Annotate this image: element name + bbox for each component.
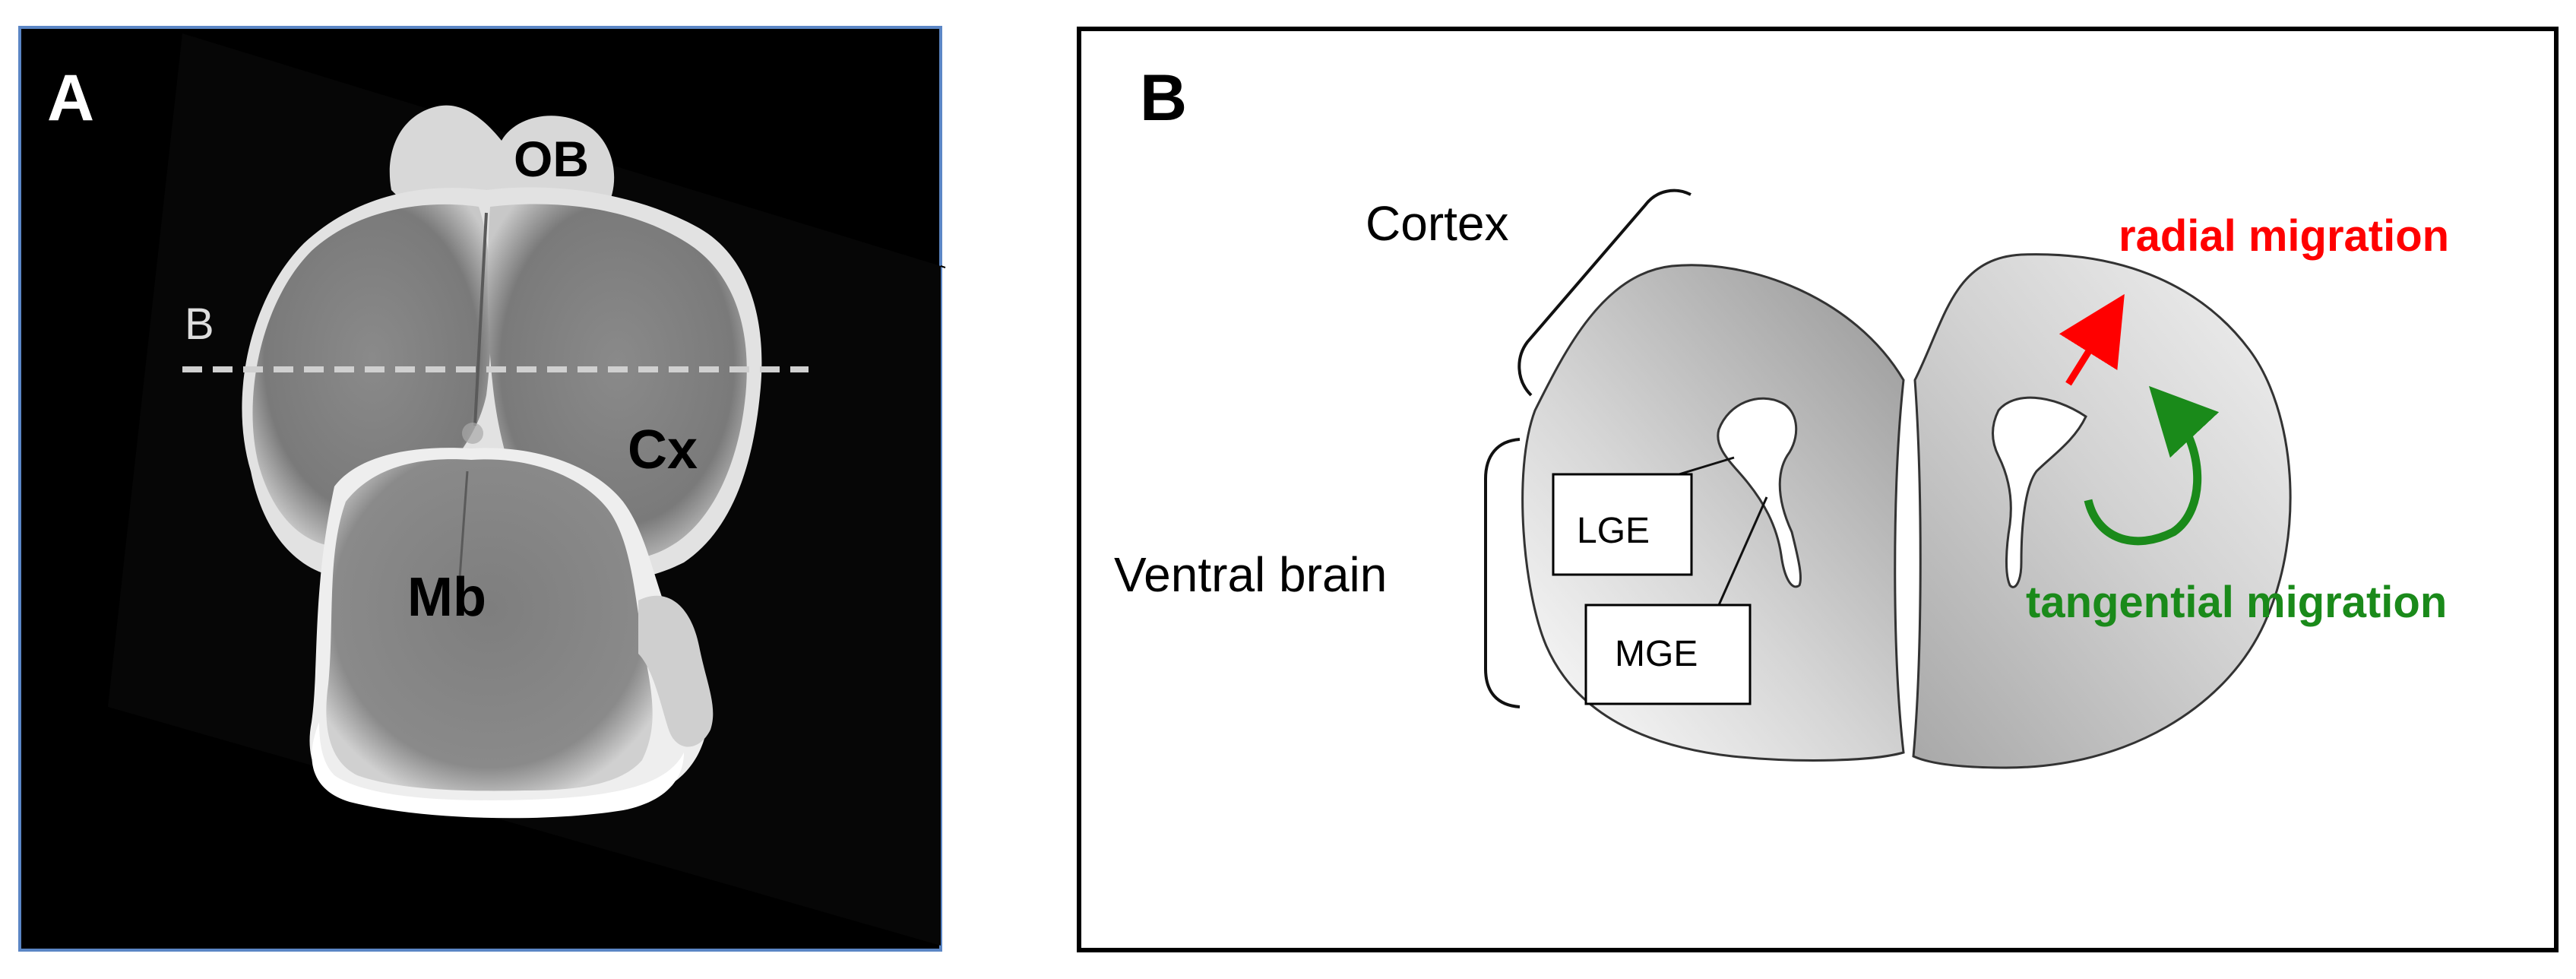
panel-a-letter: A (47, 62, 94, 135)
tangential-migration-arrow (2084, 385, 2220, 546)
label-ventral-brain: Ventral brain (1114, 547, 1387, 602)
mge-box (1584, 604, 1752, 705)
midbrain (326, 459, 653, 791)
panel-b: B Cortex Ventral brain LGE MGE radial mi… (1077, 27, 2559, 952)
label-cx: Cx (628, 420, 698, 480)
stray-tick (940, 265, 946, 268)
radial-migration-arrow (2059, 293, 2125, 386)
label-tangential-migration: tangential migration (2026, 578, 2447, 627)
label-mge: MGE (1615, 634, 1698, 674)
tissue-debris (638, 595, 714, 747)
section-line-label: B (185, 299, 214, 349)
olfactory-bulb (389, 105, 615, 209)
right-ventricle (1992, 396, 2087, 588)
left-ventricle (1717, 397, 1802, 588)
midline (473, 212, 488, 426)
panel-b-letter: B (1140, 62, 1187, 135)
label-radial-migration: radial migration (2119, 211, 2449, 261)
cortex-bracket (1517, 189, 1691, 397)
right-hemisphere-section (1912, 253, 2292, 769)
label-mb: Mb (407, 567, 486, 628)
mge-leader (1717, 496, 1768, 606)
ventral-brain-bracket (1484, 438, 1521, 708)
label-ob: OB (514, 131, 589, 187)
midbrain-midline (458, 470, 469, 578)
panel-a: A B OB Cx Mb (18, 26, 942, 952)
label-lge: LGE (1577, 511, 1650, 551)
brain-photo (242, 105, 762, 819)
pineal (462, 423, 483, 444)
lge-box (1552, 473, 1693, 576)
label-cortex: Cortex (1366, 196, 1509, 251)
